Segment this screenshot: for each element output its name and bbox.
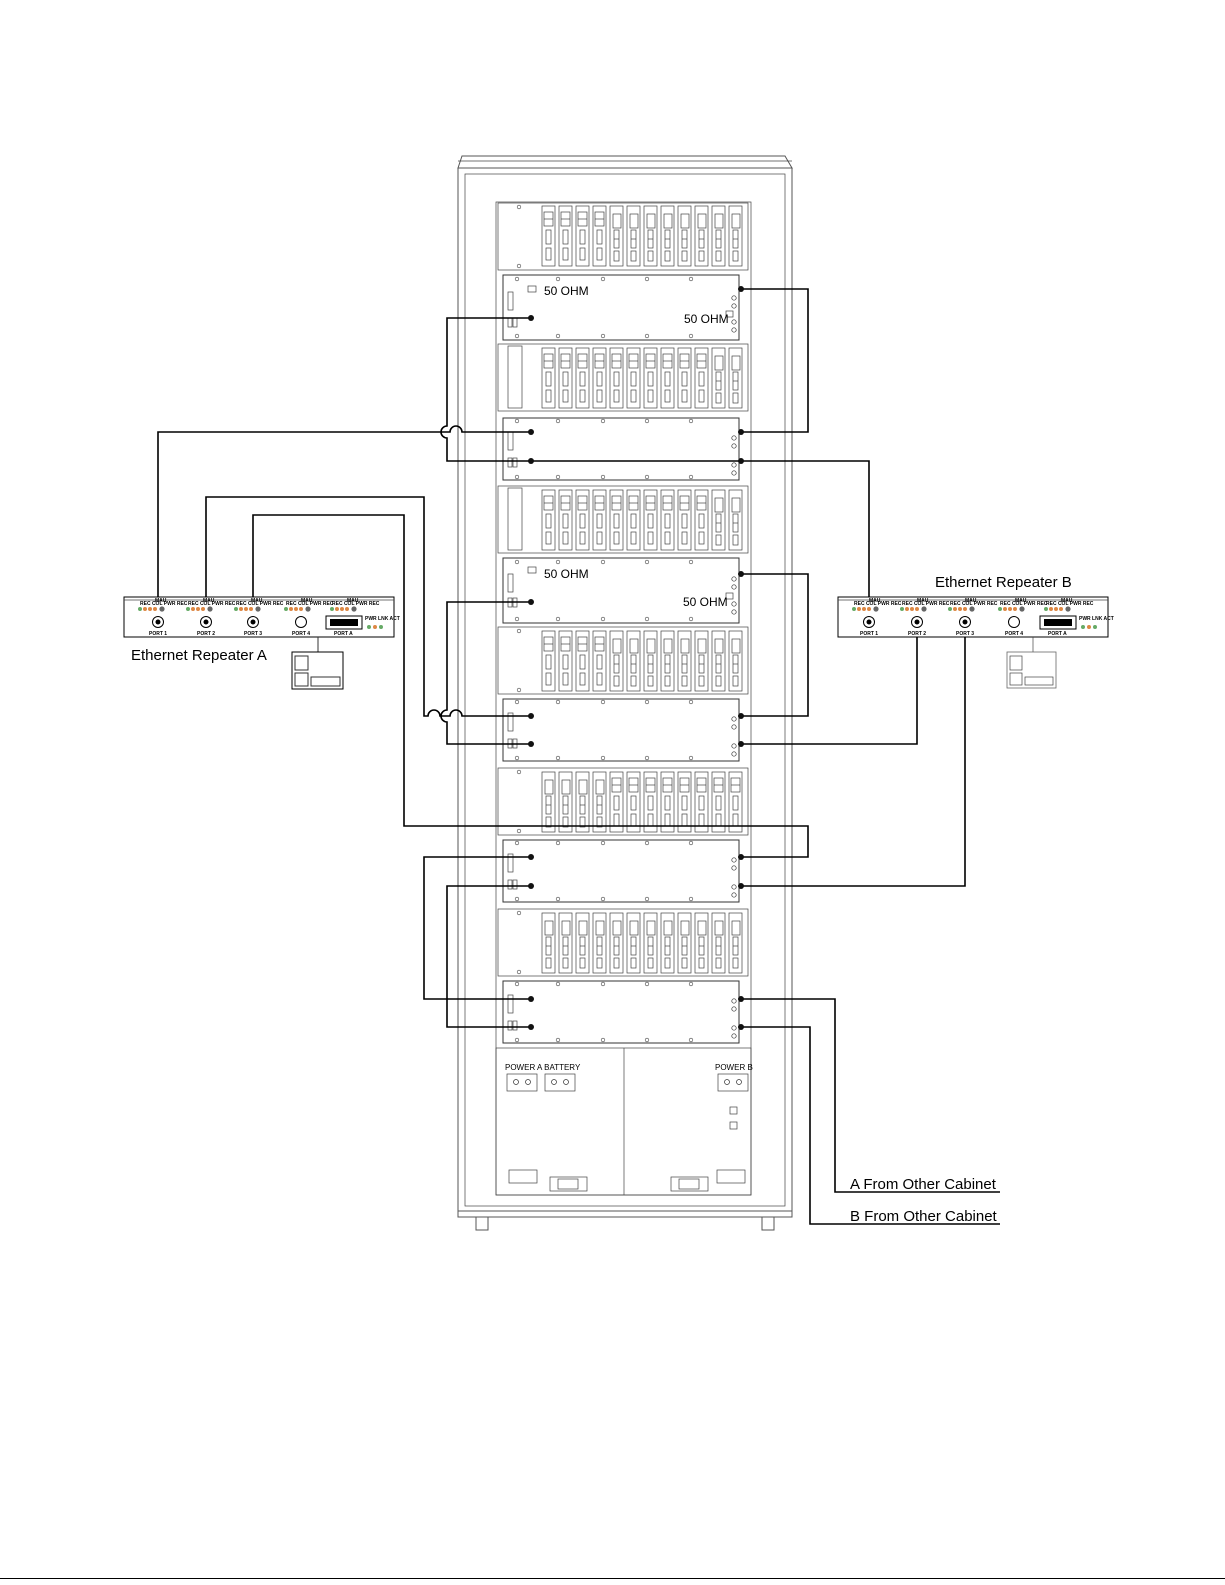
repeater-b-port-1: PORT 1 [860, 631, 878, 637]
card-cage-1 [497, 202, 749, 271]
mau-label-a2: MAU [203, 598, 215, 604]
card-cage-4 [497, 626, 749, 695]
ohm-label-2: 50 OHM [684, 312, 729, 326]
led-label-a4: REC COL PWR REC [286, 601, 334, 607]
mau-label-a3: MAU [251, 598, 263, 604]
repeater-a-label: Ethernet Repeater A [131, 647, 267, 664]
mau-label-b5: MAU [1061, 598, 1073, 604]
b-from-other-cabinet-label: B From Other Cabinet [850, 1208, 998, 1225]
repeater-b-port-4: PORT 4 [1005, 631, 1023, 637]
led-label-a2: REC COL PWR REC [188, 601, 236, 607]
led-label-b3: REC COL PWR REC [950, 601, 998, 607]
repeater-a-port-2: PORT 2 [197, 631, 215, 637]
mau-label-a5: MAU [347, 598, 359, 604]
cable-terminals [528, 286, 744, 1030]
pwr-label-a: PWR LNK ACT [365, 616, 400, 622]
ohm-label-3: 50 OHM [544, 567, 589, 581]
power-section [495, 1047, 752, 1196]
ohm-label-1: 50 OHM [544, 284, 589, 298]
card-cage-5 [497, 767, 749, 836]
connector-panel-5 [502, 839, 740, 903]
card-cage-2 [497, 343, 749, 412]
card-cage-3 [497, 485, 749, 554]
power-a-battery-label: POWER A BATTERY [505, 1063, 581, 1072]
connector-panel-3 [502, 557, 740, 624]
mau-label-b1: MAU [869, 598, 881, 604]
led-label-a5: REC COL PWR REC [332, 601, 380, 607]
a-from-other-cabinet-label: A From Other Cabinet [850, 1176, 997, 1193]
ohm-label-4: 50 OHM [683, 595, 728, 609]
repeater-b-label: Ethernet Repeater B [935, 574, 1072, 591]
mau-label-b2: MAU [917, 598, 929, 604]
connector-panel-2 [502, 417, 740, 481]
mau-label-b4: MAU [1015, 598, 1027, 604]
mau-label-b3: MAU [965, 598, 977, 604]
connector-panel-6 [502, 980, 740, 1044]
page-bottom-rule [0, 1578, 1225, 1579]
repeater-b-port-2: PORT 2 [908, 631, 926, 637]
repeater-b-port-3: PORT 3 [956, 631, 974, 637]
repeater-a-port-4: PORT 4 [292, 631, 310, 637]
power-b-label: POWER B [715, 1063, 753, 1072]
pwr-label-b: PWR LNK ACT [1079, 616, 1114, 622]
cables [157, 288, 1000, 1225]
led-label-b1: REC COL PWR REC [854, 601, 902, 607]
card-cage-6 [497, 908, 749, 977]
repeater-b-port-a: PORT A [1048, 631, 1067, 637]
led-label-b5: REC COL PWR REC [1046, 601, 1094, 607]
repeater-a-port-3: PORT 3 [244, 631, 262, 637]
led-label-b2: REC COL PWR REC [902, 601, 950, 607]
connector-panel-1 [502, 274, 740, 341]
ethernet-repeater-b: MAU REC COL PWR REC MAU REC COL PWR REC … [837, 596, 1114, 689]
led-label-a1: REC COL PWR REC [140, 601, 188, 607]
ethernet-repeater-a: MAU REC COL PWR REC MAU REC COL PWR REC … [123, 596, 400, 690]
connector-panel-4 [502, 698, 740, 762]
led-label-b4: REC COL PWR REC [1000, 601, 1048, 607]
repeater-a-port-1: PORT 1 [149, 631, 167, 637]
led-label-a3: REC COL PWR REC [236, 601, 284, 607]
mau-label-a4: MAU [301, 598, 313, 604]
mau-label-a1: MAU [155, 598, 167, 604]
repeater-a-port-a: PORT A [334, 631, 353, 637]
